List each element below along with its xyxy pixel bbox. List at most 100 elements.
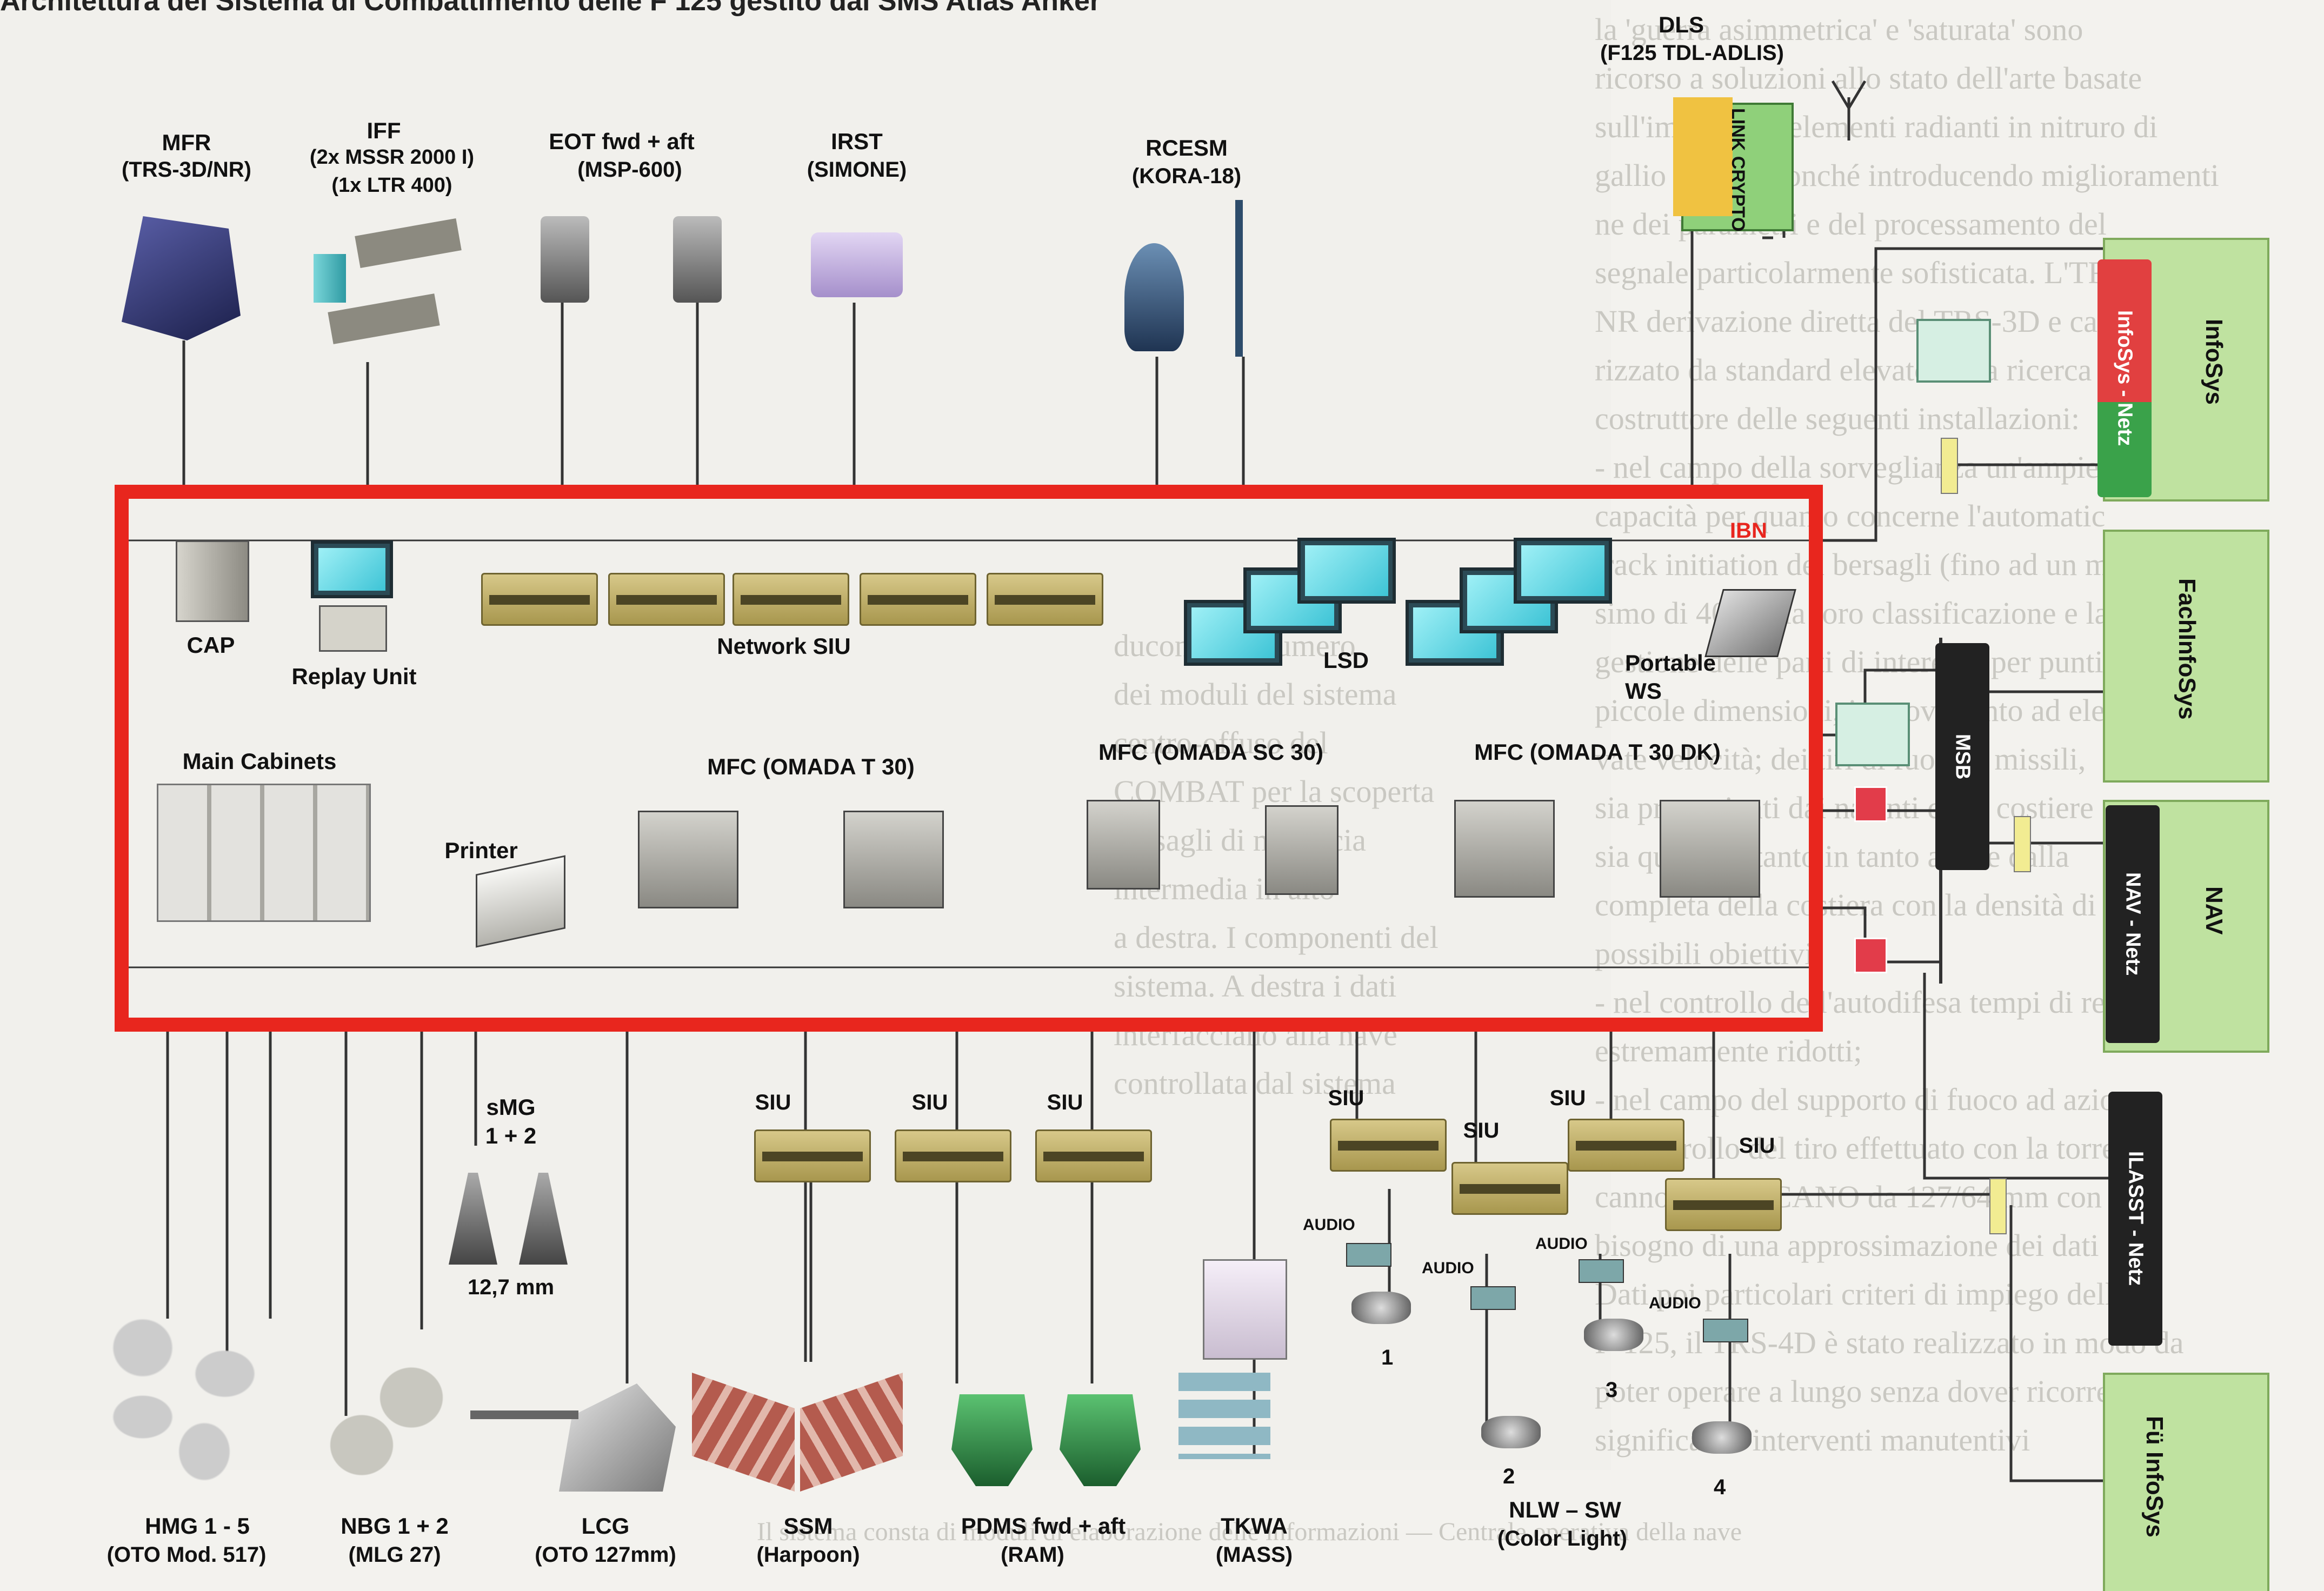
main-cabinets-icon bbox=[157, 784, 371, 922]
pdms-sublabel: (RAM) bbox=[995, 1543, 1070, 1567]
filter-icon bbox=[1854, 938, 1887, 973]
fue-infosys-label: Fü InfoSys bbox=[2141, 1416, 2168, 1537]
siu-box bbox=[1330, 1119, 1447, 1172]
audio-label: AUDIO bbox=[1649, 1294, 1701, 1313]
connector-icon bbox=[1989, 1178, 2007, 1234]
fue-infosys-box bbox=[2103, 1373, 2269, 1591]
nav-netz-bar: NAV - Netz bbox=[2106, 805, 2160, 1043]
msb-label: MSB bbox=[1951, 734, 1974, 779]
iff-unit-icon bbox=[314, 254, 346, 303]
rcesm-antenna-icon bbox=[1124, 243, 1184, 351]
replay-unit-icon bbox=[319, 605, 387, 652]
siu-label: SIU bbox=[1735, 1134, 1779, 1158]
iff-sublabel-1: (2x MSSR 2000 I) bbox=[303, 146, 481, 169]
eot-label: EOT fwd + aft bbox=[530, 129, 714, 155]
mfc-t30-label: MFC (OMADA T 30) bbox=[697, 754, 924, 780]
ilasst-netz-bar: ILASST - Netz bbox=[2108, 1092, 2162, 1346]
nbg-gun-icon bbox=[324, 1362, 449, 1481]
rcesm-label: RCESM bbox=[1124, 135, 1249, 161]
siu-box bbox=[754, 1129, 871, 1182]
siu-label: SIU bbox=[751, 1091, 795, 1115]
network-siu-box bbox=[608, 573, 725, 626]
rcesm-sublabel: (KORA-18) bbox=[1119, 164, 1254, 189]
nlw-light-icon bbox=[1481, 1416, 1541, 1448]
tkwa-label: TKWA bbox=[1211, 1513, 1297, 1539]
audio-unit-icon bbox=[1703, 1319, 1748, 1342]
printer-label: Printer bbox=[441, 838, 522, 864]
nlw-number: 2 bbox=[1503, 1465, 1515, 1489]
dls-label: DLS bbox=[1633, 12, 1730, 38]
smg-label: sMG bbox=[484, 1094, 538, 1120]
nlw-label: NLW – SW bbox=[1492, 1497, 1638, 1523]
irst-sublabel: (SIMONE) bbox=[795, 158, 919, 182]
lcg-sublabel: (OTO 127mm) bbox=[519, 1543, 692, 1567]
audio-label: AUDIO bbox=[1535, 1235, 1588, 1253]
nlw-number: 3 bbox=[1606, 1378, 1617, 1402]
mfc-console-icon bbox=[638, 811, 738, 908]
siu-box bbox=[1451, 1162, 1568, 1215]
portable-ws-label-2: WS bbox=[1611, 678, 1676, 704]
nav-label: NAV bbox=[2200, 886, 2227, 935]
nlw-light-icon bbox=[1351, 1292, 1411, 1324]
hmg-sublabel: (OTO Mod. 517) bbox=[81, 1543, 292, 1567]
portable-ws-label: Portable bbox=[1611, 650, 1730, 676]
mfc-console-icon bbox=[843, 811, 944, 908]
eot-sublabel: (MSP-600) bbox=[565, 158, 695, 182]
hmg-gun-icon bbox=[81, 1313, 287, 1486]
nav-netz-label: NAV - Netz bbox=[2121, 872, 2145, 975]
network-siu-box bbox=[860, 573, 976, 626]
replay-unit-label: Replay Unit bbox=[281, 664, 427, 690]
rcesm-mast-icon bbox=[1235, 200, 1243, 357]
pdms-label: PDMS fwd + aft bbox=[941, 1513, 1146, 1539]
hmg-label: HMG 1 - 5 bbox=[130, 1513, 265, 1539]
cap-label: CAP bbox=[184, 632, 238, 658]
audio-unit-icon bbox=[1470, 1286, 1516, 1310]
iff-sublabel-2: (1x LTR 400) bbox=[303, 174, 481, 197]
infosys-netz-label: InfoSys - Netz bbox=[2113, 310, 2136, 446]
audio-label: AUDIO bbox=[1422, 1259, 1474, 1278]
mfc-console-icon bbox=[1454, 800, 1555, 898]
eot-camera-icon bbox=[673, 216, 722, 303]
nlw-light-icon bbox=[1584, 1319, 1643, 1351]
mfc-console-icon bbox=[1265, 805, 1339, 895]
tkwa-launcher-icon bbox=[1178, 1373, 1270, 1459]
nbg-label: NBG 1 + 2 bbox=[324, 1513, 465, 1539]
ibn-label: IBN bbox=[1730, 519, 1767, 543]
mfr-radar-icon bbox=[122, 216, 241, 340]
lsd-label: LSD bbox=[1319, 647, 1373, 673]
filter-icon bbox=[1854, 786, 1887, 822]
msb-bus: MSB bbox=[1935, 643, 1989, 870]
dls-sublabel: (F125 TDL-ADLIS) bbox=[1600, 41, 1773, 65]
nbg-sublabel: (MLG 27) bbox=[330, 1543, 460, 1567]
irst-label: IRST bbox=[811, 129, 903, 155]
nlw-sublabel: (Color Light) bbox=[1476, 1527, 1649, 1551]
siu-label: SIU bbox=[1324, 1086, 1368, 1111]
lsd-monitor-icon bbox=[1297, 538, 1396, 604]
replay-monitor-icon bbox=[311, 540, 393, 598]
cap-server-icon bbox=[176, 540, 249, 622]
siu-label: SIU bbox=[1043, 1091, 1087, 1115]
network-siu-box bbox=[481, 573, 598, 626]
mfc-console-icon bbox=[1087, 800, 1160, 890]
mfc-sc30-label: MFC (OMADA SC 30) bbox=[1092, 739, 1330, 765]
nlw-number: 4 bbox=[1714, 1475, 1726, 1500]
siu-box bbox=[895, 1129, 1011, 1182]
infosys-label: InfoSys bbox=[2200, 319, 2227, 405]
audio-label: AUDIO bbox=[1303, 1216, 1355, 1234]
irst-sensor-icon bbox=[811, 232, 903, 297]
siu-box bbox=[1035, 1129, 1152, 1182]
network-siu-box bbox=[733, 573, 849, 626]
siu-box bbox=[1665, 1178, 1782, 1231]
mfc-console-icon bbox=[1660, 800, 1760, 898]
iff-label: IFF bbox=[330, 118, 438, 144]
infosys-netz-bar: InfoSys - Netz bbox=[2097, 259, 2152, 497]
lcg-label: LCG bbox=[568, 1513, 643, 1539]
audio-unit-icon bbox=[1579, 1259, 1624, 1283]
link-crypto-label: LINK CRYPTO bbox=[1727, 108, 1748, 232]
siu-label: SIU bbox=[1460, 1119, 1503, 1143]
ilasst-netz-label: ILASST - Netz bbox=[2124, 1151, 2147, 1286]
lcg-barrel-icon bbox=[470, 1410, 578, 1419]
ssm-label: SSM bbox=[773, 1513, 843, 1539]
ssm-sublabel: (Harpoon) bbox=[746, 1543, 870, 1567]
nlw-light-icon bbox=[1692, 1421, 1752, 1454]
